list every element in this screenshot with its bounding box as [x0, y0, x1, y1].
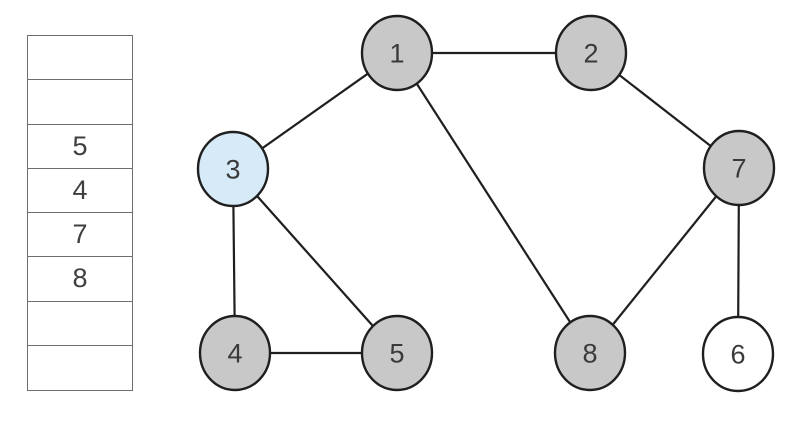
graph-edge-3-5: [232, 168, 398, 354]
traversal-array: 5 4 7 8: [27, 35, 133, 391]
graph-node-label: 1: [389, 39, 404, 69]
graph-node-label: 5: [389, 339, 404, 369]
graph-node-circle: [553, 314, 627, 392]
graph-node-3: 3: [196, 130, 270, 208]
graph-node-6: 6: [701, 315, 775, 393]
graph-node-2: 2: [554, 14, 628, 92]
graph-node-1: 1: [360, 14, 434, 92]
graph-node-7: 7: [702, 129, 776, 207]
array-cell: 5: [28, 125, 132, 169]
graph-node-label: 3: [225, 155, 240, 185]
graph-node-circle: [702, 129, 776, 207]
array-cell: [28, 36, 132, 81]
array-cell: 7: [28, 213, 132, 258]
graph-node-circle: [701, 315, 775, 393]
graph-node-label: 6: [730, 340, 745, 370]
array-cell: [28, 80, 132, 125]
graph-node-label: 7: [731, 154, 746, 184]
graph-node-label: 2: [583, 39, 598, 69]
array-cell: 4: [28, 169, 132, 213]
graph-node-circle: [360, 14, 434, 92]
graph-node-4: 4: [198, 314, 272, 392]
array-cell: 8: [28, 257, 132, 302]
graph-node-circle: [554, 14, 628, 92]
graph-node-5: 5: [360, 314, 434, 392]
graph-node-circle: [360, 314, 434, 392]
graph-node-circle: [196, 130, 270, 208]
graph-node-label: 8: [582, 339, 597, 369]
array-cell: [28, 302, 132, 346]
graph-edge-1-8: [396, 52, 591, 354]
graph-node-label: 4: [227, 339, 242, 369]
graph-node-8: 8: [553, 314, 627, 392]
graph-node-circle: [198, 314, 272, 392]
graph-edge-7-8: [589, 167, 740, 354]
